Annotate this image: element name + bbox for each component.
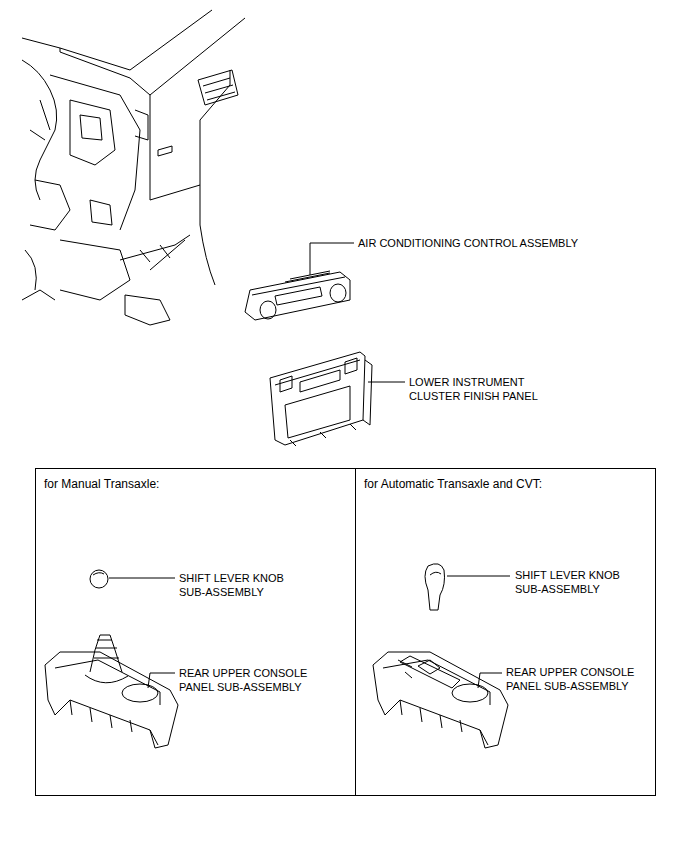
part-name: AIR CONDITIONING CONTROL ASSEMBLY [358,236,658,250]
part-name: SHIFT LEVER KNOB SUB-ASSEMBLY [515,568,635,596]
variant-panel: for Automatic Transaxle and CVT: [355,468,656,796]
panel-heading: for Automatic Transaxle and CVT: [364,477,655,492]
part-name: REAR UPPER CONSOLE PANEL SUB-ASSEMBLY [179,666,329,694]
manual-knob-illustration [90,570,175,588]
panel-heading: for Manual Transaxle: [44,477,355,492]
manual-console-illustration [45,635,178,748]
variant-panel: for Manual Transaxle: [35,468,356,796]
auto-knob-illustration [425,564,510,610]
part-name: SHIFT LEVER KNOB SUB-ASSEMBLY [179,571,299,599]
part-name: REAR UPPER CONSOLE PANEL SUB-ASSEMBLY [506,665,651,693]
finish-panel-illustration [270,352,405,446]
part-name: LOWER INSTRUMENT CLUSTER FINISH PANEL [409,375,559,403]
auto-console-illustration [373,652,508,748]
dashboard-illustration [22,10,245,325]
ac-control-illustration [245,243,354,320]
